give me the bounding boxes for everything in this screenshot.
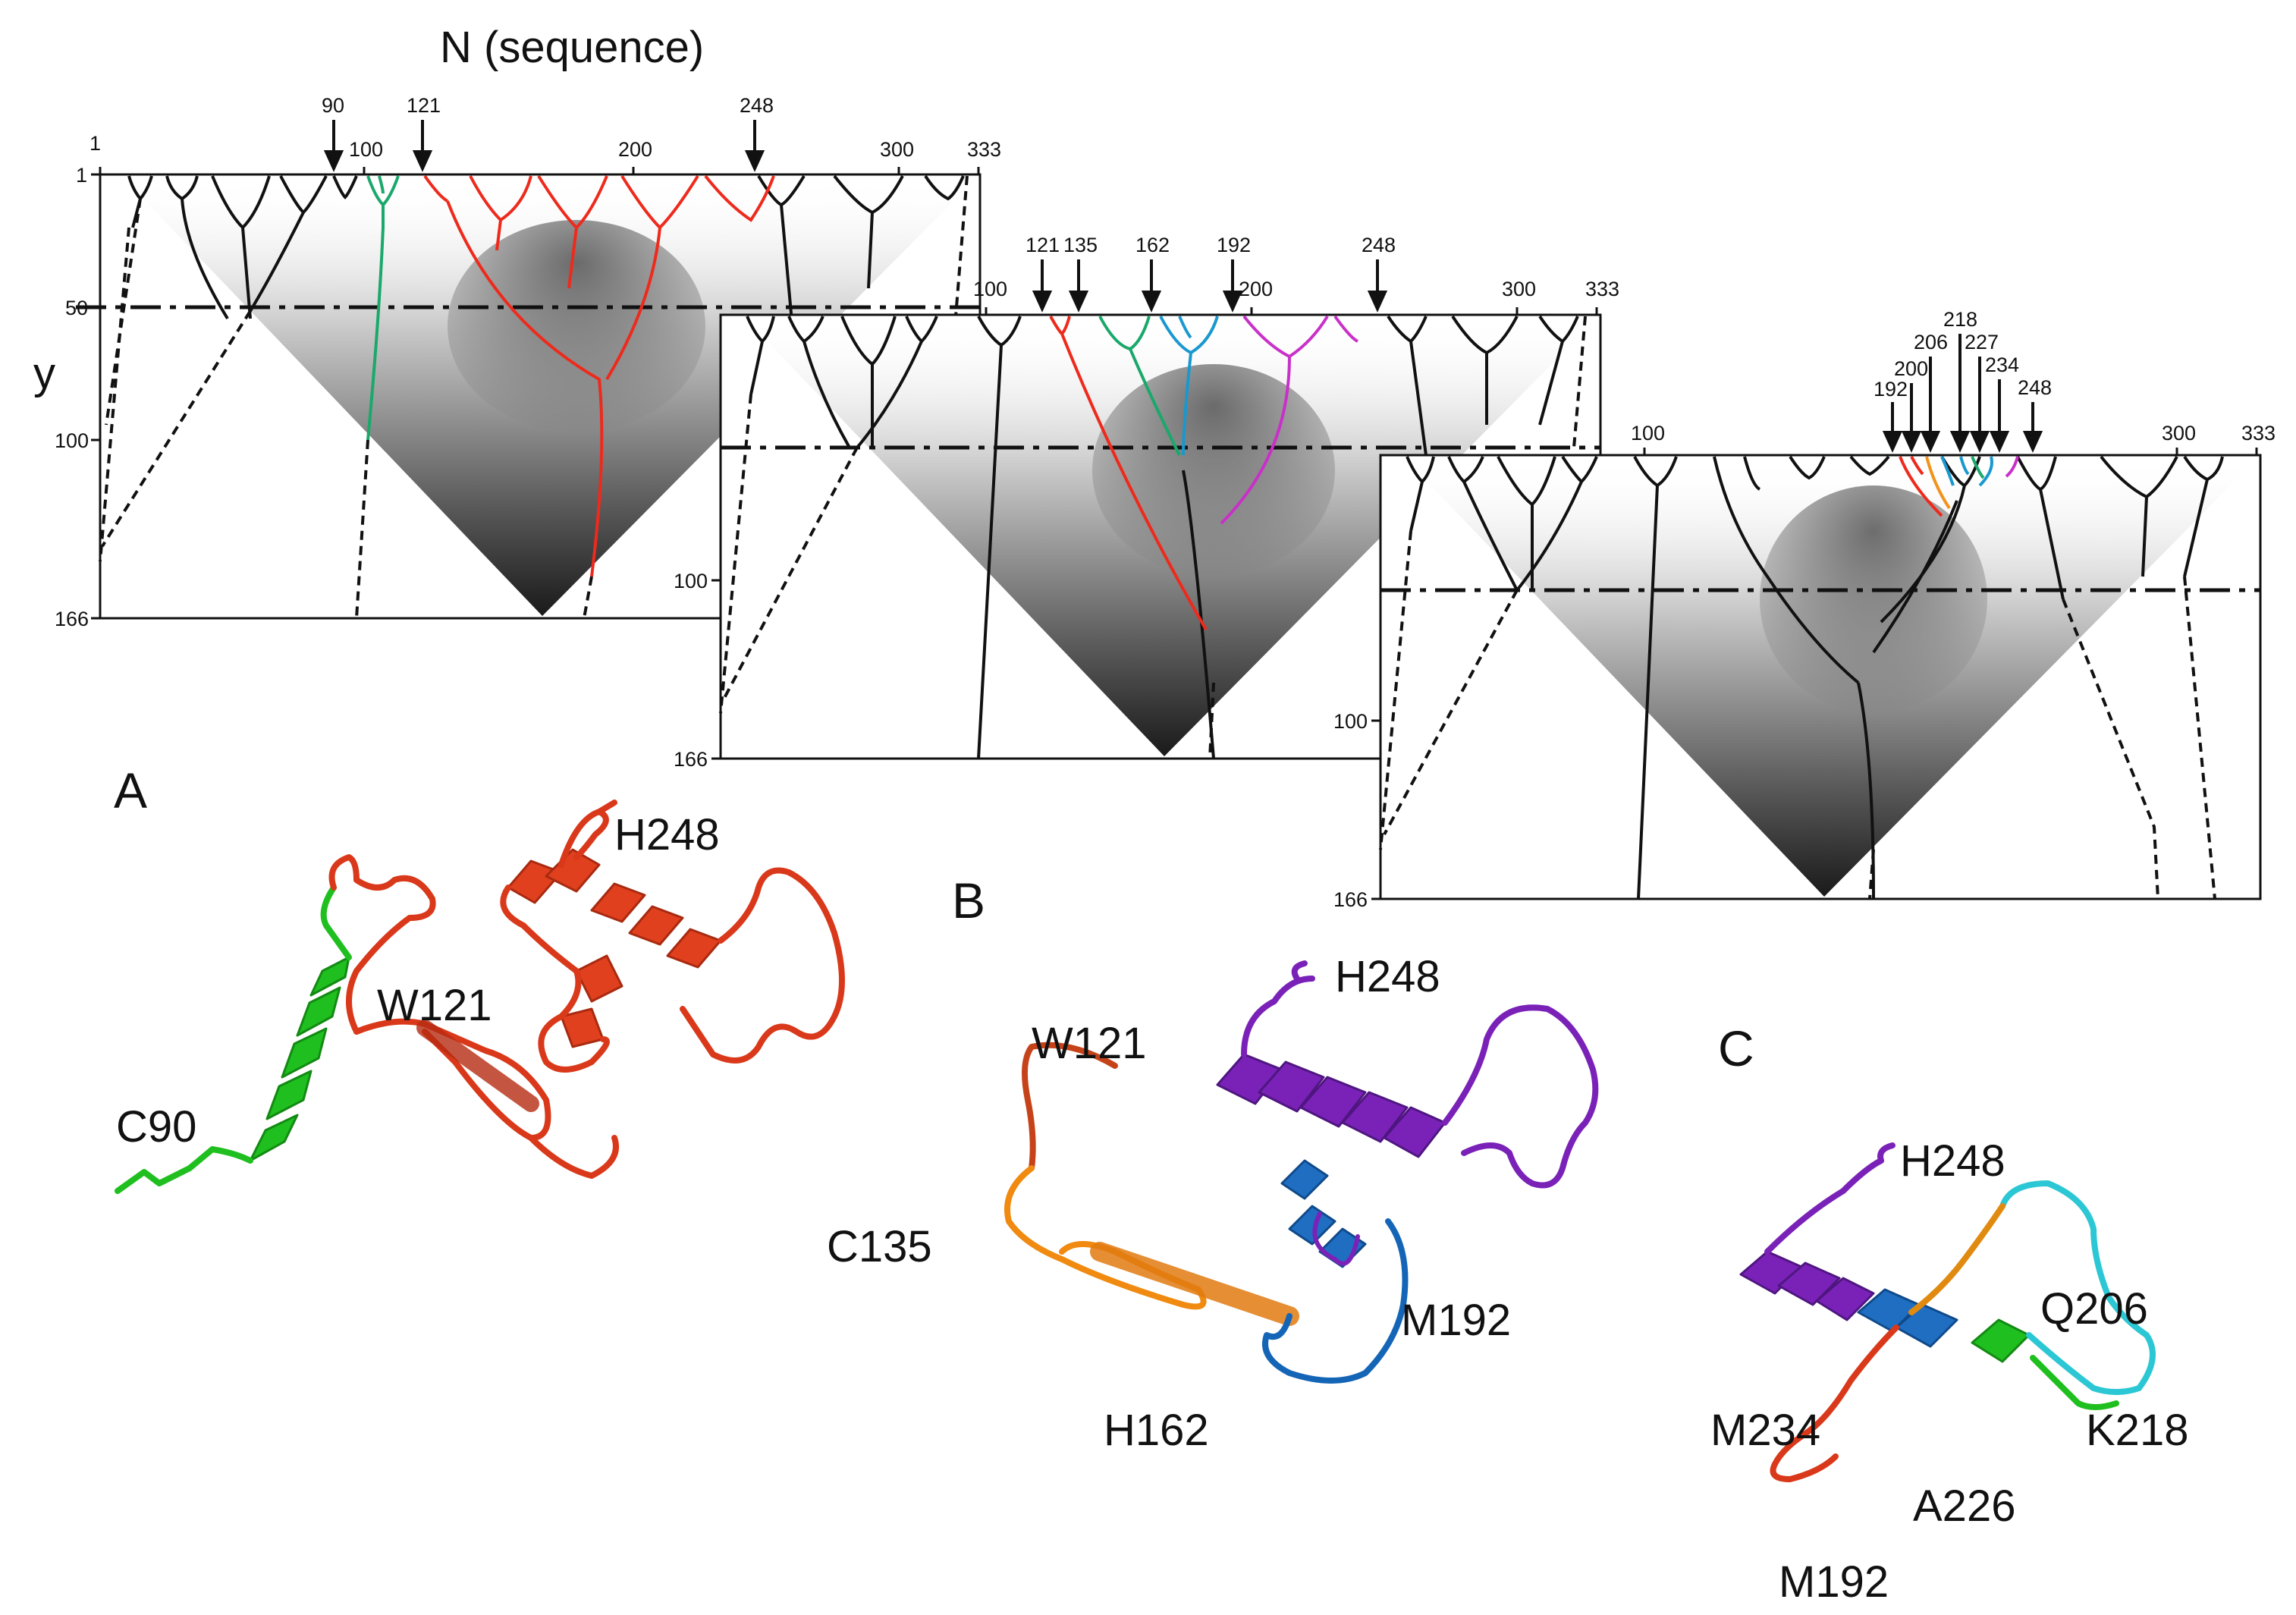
panel-2-ytick-100: 100 xyxy=(674,570,708,592)
panel-1-arrow-90: 90 xyxy=(322,94,344,117)
panel-3-ytick-166: 166 xyxy=(1333,888,1368,911)
panel-2-xtick-200: 200 xyxy=(1239,278,1273,300)
panel-1-dashed-lines xyxy=(99,175,969,619)
panel-1-arrows xyxy=(323,120,765,172)
panel-3-dashed-lines xyxy=(1379,530,2216,900)
panel-2-arrow-135: 135 xyxy=(1063,234,1098,256)
panel-2-xtick-100: 100 xyxy=(973,278,1007,300)
panel-2-xtick-333: 333 xyxy=(1585,278,1619,300)
residue-c-q206: Q206 xyxy=(2040,1284,2148,1334)
structure-b xyxy=(1004,960,1599,1384)
panel-2-red-tree xyxy=(1049,316,1208,631)
residue-c-m192: M192 xyxy=(1779,1557,1889,1607)
panel-3-arrow-192: 192 xyxy=(1874,378,1908,401)
x-axis-label: N (sequence) xyxy=(440,23,704,72)
panel-3: 100 300 333 100 166 xyxy=(1333,308,2276,911)
panel-2-magenta-tree xyxy=(1220,315,1359,525)
residue-a-w121: W121 xyxy=(377,981,492,1030)
panel-1-ytick-166: 166 xyxy=(55,608,89,630)
residue-b-w121: W121 xyxy=(1032,1019,1147,1068)
residue-b-c135: C135 xyxy=(827,1222,932,1271)
panel-1-ytick-1: 1 xyxy=(76,164,87,187)
residue-b-h162: H162 xyxy=(1104,1406,1209,1455)
residue-b-h248: H248 xyxy=(1335,952,1440,1001)
panel-3-shade xyxy=(1760,485,1987,713)
panel-1-ytick-100: 100 xyxy=(55,429,89,452)
panel-3-arrow-248: 248 xyxy=(2018,376,2052,399)
panel-1-xtick-100: 100 xyxy=(349,138,383,161)
panel-2-xtick-300: 300 xyxy=(1502,278,1536,300)
panel-2-arrow-162: 162 xyxy=(1135,234,1170,256)
panel-3-black-trees xyxy=(1406,455,2224,900)
panel-3-xtick-100: 100 xyxy=(1631,422,1665,445)
panel-3-arrows xyxy=(1882,334,2043,453)
panel-3-xtick-300: 300 xyxy=(2162,422,2196,445)
panel-2-arrow-248: 248 xyxy=(1362,234,1396,256)
residue-c-k218: K218 xyxy=(2086,1406,2188,1455)
panel-1-black-trees xyxy=(127,174,965,456)
residue-a-c90: C90 xyxy=(116,1102,196,1152)
panel-1-xtick-1: 1 xyxy=(90,132,101,155)
residue-b-m192: M192 xyxy=(1401,1296,1511,1345)
panel-1-shade xyxy=(448,220,705,432)
structure-c xyxy=(1739,1142,2156,1482)
panel-3-arrow-234: 234 xyxy=(1985,353,2019,376)
panel-letter-c: C xyxy=(1718,1020,1754,1076)
panel-2-green-tree xyxy=(1098,316,1181,456)
panel-3-arrow-218: 218 xyxy=(1943,308,1977,331)
y-axis-label: y xyxy=(33,349,55,398)
panel-2-arrow-121: 121 xyxy=(1026,234,1060,256)
panel-letter-b: B xyxy=(952,872,985,928)
panel-2-blue-tree xyxy=(1159,316,1219,456)
panel-2-arrows xyxy=(1032,259,1388,313)
residue-c-h248: H248 xyxy=(1900,1136,2005,1186)
panel-2-dashed-lines xyxy=(719,316,1587,759)
panel-2-ytick-166: 166 xyxy=(674,748,708,771)
panel-3-colored-trees xyxy=(1899,456,2019,517)
panel-3-arrow-206: 206 xyxy=(1914,331,1948,353)
panel-3-ytick-100: 100 xyxy=(1333,710,1368,733)
panel-3-arrow-227: 227 xyxy=(1965,331,1999,353)
panel-3-arrow-200: 200 xyxy=(1894,357,1928,380)
panel-2-shade xyxy=(1092,364,1335,577)
panel-1-green-tree xyxy=(366,175,400,441)
panel-1-xtick-200: 200 xyxy=(618,138,652,161)
panel-1-xtick-333: 333 xyxy=(967,138,1001,161)
panel-1-xtick-300: 300 xyxy=(880,138,914,161)
panel-1-arrow-121: 121 xyxy=(407,94,441,117)
panel-3-xtick-333: 333 xyxy=(2241,422,2276,445)
panel-2-arrow-192: 192 xyxy=(1217,234,1251,256)
residue-c-m234: M234 xyxy=(1710,1406,1820,1455)
structure-a xyxy=(115,800,845,1194)
panel-letter-a: A xyxy=(114,762,147,818)
residue-c-a226: A226 xyxy=(1913,1481,2015,1531)
residue-a-h248: H248 xyxy=(614,810,720,859)
panel-1-red-tree xyxy=(423,174,775,577)
panel-1-arrow-248: 248 xyxy=(740,94,774,117)
panel-2-black-trees xyxy=(746,315,1579,759)
